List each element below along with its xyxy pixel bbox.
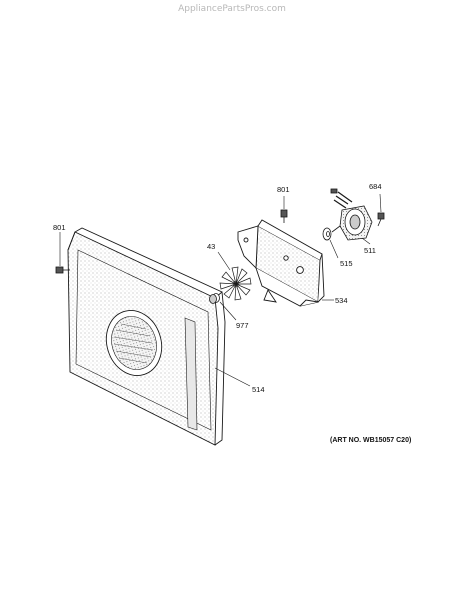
fan-blade [217, 251, 252, 301]
callout-43: 43 [207, 242, 215, 251]
back-panel [67, 227, 226, 446]
screw-right [377, 193, 385, 227]
spacer [209, 293, 237, 321]
panel-leader [214, 367, 251, 387]
washer [322, 227, 339, 259]
callout-515: 515 [340, 259, 353, 268]
art-number: (ART NO. WB15057 C20) [330, 437, 412, 444]
mounting-bracket [237, 219, 334, 307]
watermark: AppliancePartsPros.com [178, 4, 286, 14]
callout-511: 511 [364, 246, 376, 255]
callout-801-left: 801 [53, 223, 66, 232]
callout-684: 684 [369, 182, 382, 191]
screw-left [55, 232, 70, 274]
screw-top [280, 196, 288, 223]
callout-534: 534 [335, 296, 348, 305]
callout-977: 977 [236, 321, 249, 330]
fan-motor [330, 188, 373, 245]
callout-801-top: 801 [277, 185, 290, 194]
callout-514: 514 [252, 385, 265, 394]
